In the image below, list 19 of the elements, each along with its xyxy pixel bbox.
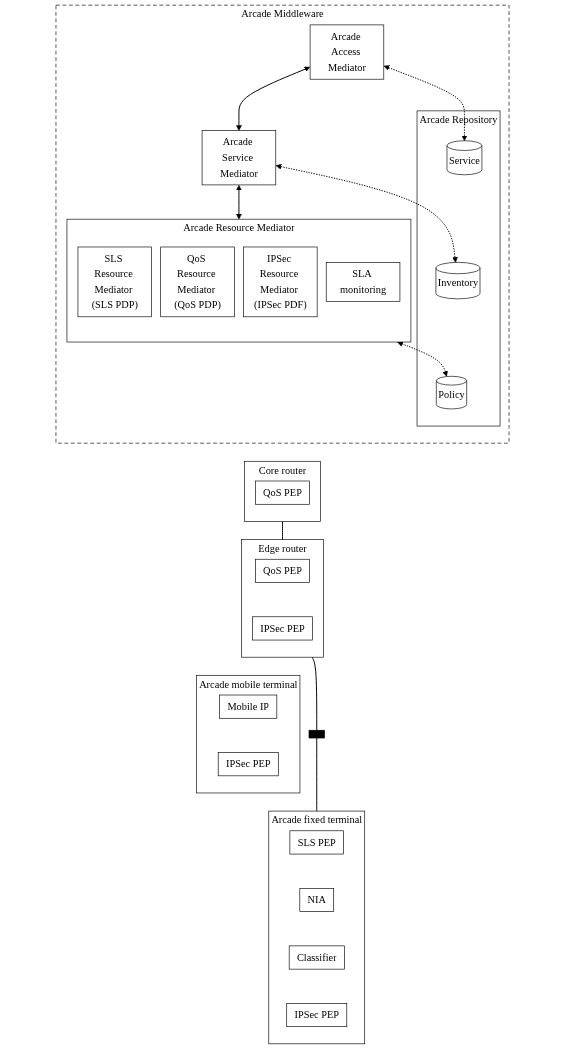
- node-bar: [308, 729, 325, 739]
- node-box: Arcade Service Mediator: [201, 130, 277, 186]
- node-box: Arcade Access Mediator: [309, 24, 385, 80]
- node-box: SLS Resource Mediator (SLS PDP): [77, 246, 152, 318]
- node-box: QoS Resource Mediator (QoS PDP): [160, 246, 235, 318]
- node-box: QoS PEP: [255, 480, 310, 505]
- node-box: QoS PEP: [255, 558, 310, 583]
- connector: [316, 737, 318, 812]
- connector: [311, 656, 318, 731]
- node-box: IPSec PEP: [217, 752, 279, 777]
- node-box: SLS PEP: [289, 830, 344, 855]
- node-box: IPSec PEP: [252, 616, 313, 641]
- node-box: Classifier: [288, 945, 345, 970]
- node-box: NIA: [299, 888, 335, 912]
- node-box: SLA monitoring: [325, 262, 401, 302]
- node-box: IPSec Resource Mediator (IPSec PDF): [243, 246, 318, 318]
- connector: [282, 520, 283, 540]
- node-box: IPSec PEP: [286, 1003, 348, 1027]
- node-box: Mobile IP: [219, 694, 278, 719]
